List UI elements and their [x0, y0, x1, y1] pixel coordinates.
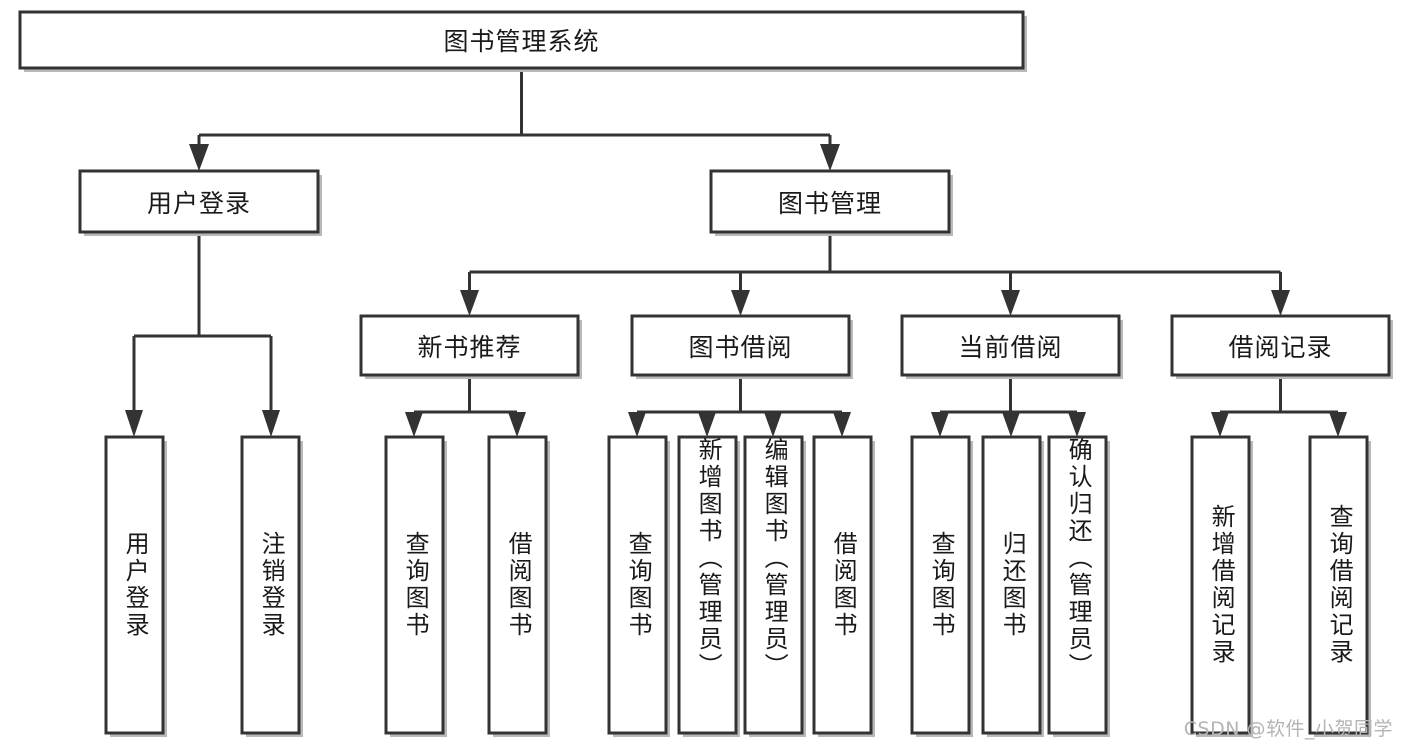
arrowhead-recommend-query-book	[405, 412, 423, 437]
node-leaf-user-logout[interactable]	[240, 435, 301, 735]
node-leaf-current-confirm-return[interactable]	[1047, 435, 1108, 735]
node-leaf-recommend-borrow-book[interactable]	[487, 435, 548, 735]
arrowhead-borrow-query-book	[628, 412, 646, 437]
arrowhead-current-confirm-return	[1068, 412, 1086, 437]
node-new-book-recommend[interactable]	[359, 314, 580, 377]
arrowhead-current-borrow	[1001, 290, 1020, 316]
arrowhead-new-book-recommend	[460, 290, 479, 316]
arrowhead-leaf-user-logout	[262, 410, 280, 437]
arrowhead-borrow-borrow-book	[833, 412, 851, 437]
node-leaf-record-add[interactable]	[1190, 435, 1251, 735]
arrowhead-borrow-edit-book	[764, 412, 782, 437]
node-root[interactable]	[18, 10, 1025, 70]
arrowhead-recommend-borrow-book	[508, 412, 526, 437]
arrowhead-record-add	[1211, 412, 1229, 437]
node-leaf-borrow-borrow-book[interactable]	[812, 435, 873, 735]
node-book-management[interactable]	[709, 169, 951, 234]
node-leaf-borrow-add-book[interactable]	[677, 435, 738, 735]
arrowhead-book-management	[820, 144, 840, 171]
arrowhead-borrow-add-book	[698, 412, 716, 437]
node-leaf-borrow-query-book[interactable]	[607, 435, 668, 735]
arrowhead-leaf-user-login	[125, 410, 143, 437]
arrowhead-user-login	[189, 144, 209, 171]
arrowhead-record-query	[1329, 412, 1347, 437]
node-book-borrow[interactable]	[630, 314, 851, 377]
node-current-borrow[interactable]	[900, 314, 1121, 377]
node-borrow-records[interactable]	[1170, 314, 1391, 377]
node-leaf-record-query[interactable]	[1308, 435, 1369, 735]
node-layer	[18, 10, 1393, 737]
arrowhead-current-query-book	[931, 412, 949, 437]
node-leaf-user-login[interactable]	[104, 435, 165, 735]
arrowhead-borrow-records	[1271, 290, 1290, 316]
node-leaf-borrow-edit-book[interactable]	[743, 435, 804, 735]
node-leaf-current-query-book[interactable]	[910, 435, 971, 735]
node-user-login[interactable]	[78, 169, 320, 234]
arrowhead-book-borrow	[731, 290, 750, 316]
node-leaf-recommend-query-book[interactable]	[384, 435, 445, 735]
connector-layer	[125, 68, 1347, 437]
arrowhead-current-return-book	[1002, 412, 1020, 437]
node-leaf-current-return-book[interactable]	[981, 435, 1042, 735]
